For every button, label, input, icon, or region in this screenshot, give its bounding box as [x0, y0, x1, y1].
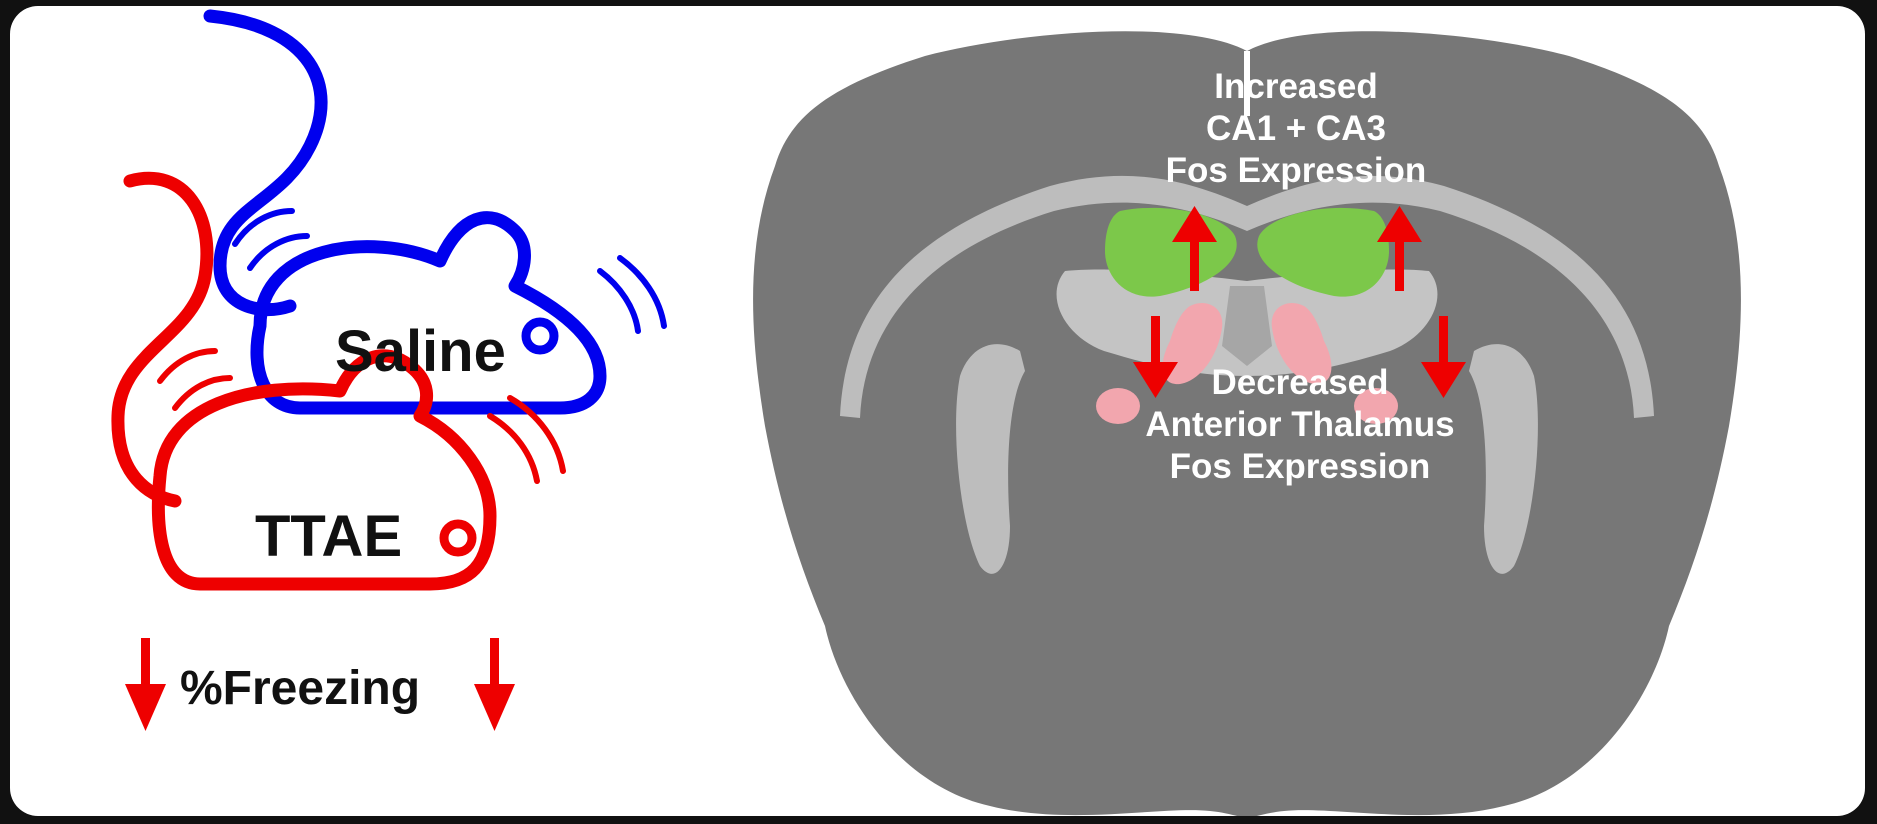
freezing-down-arrow-right-icon [474, 638, 515, 731]
saline-label: Saline [335, 319, 506, 384]
anterior-thalamus-left [1162, 302, 1223, 385]
ttae-label: TTAE [255, 504, 402, 569]
hippocampus-up-arrow-right-icon [1377, 206, 1422, 291]
freezing-label: %Freezing [180, 662, 420, 715]
increased-label-line-2: CA1 + CA3 [1206, 109, 1386, 148]
thalamus-down-arrow-right-icon [1421, 316, 1466, 398]
anterior-thalamus-right [1271, 302, 1332, 385]
brain-coronal-section: Increased CA1 + CA3 Fos Expression Decre… [753, 31, 1741, 816]
internal-capsule-left [956, 344, 1025, 574]
decreased-label-line-3: Fos Expression [1170, 447, 1431, 486]
thalamus-down-arrow-left-icon [1133, 316, 1178, 398]
hippocampus-up-arrow-left-icon [1172, 206, 1217, 291]
saline-mouse-icon [203, 9, 667, 415]
ttae-mouse-icon [111, 171, 566, 591]
ttae-mouse-tail [111, 171, 214, 508]
decreased-label-line-1: Decreased [1211, 363, 1388, 402]
ttae-mouse-body [151, 349, 497, 591]
anterior-thalamus-right-lower [1354, 388, 1398, 424]
mice-illustration: Saline TTAE %Freezing [111, 9, 667, 731]
increased-fos-label: Increased CA1 + CA3 Fos Expression [1166, 67, 1427, 190]
saline-mouse-body [250, 211, 607, 415]
ttae-mouse-eye-icon [439, 519, 477, 557]
third-ventricle [1222, 286, 1272, 366]
saline-mouse-eye-icon [521, 317, 559, 355]
saline-mouse-tail [203, 9, 328, 317]
corpus-callosum [840, 175, 1654, 418]
decreased-fos-label: Decreased Anterior Thalamus Fos Expressi… [1145, 363, 1454, 486]
anterior-thalamus-left-lower [1096, 388, 1140, 424]
decreased-label-line-2: Anterior Thalamus [1145, 405, 1454, 444]
figure-panel: Saline TTAE %Freezing [10, 6, 1865, 816]
ttae-motion-lines [157, 348, 566, 484]
hippocampus-right [1257, 207, 1389, 297]
increased-label-line-1: Increased [1214, 67, 1377, 106]
saline-motion-lines [232, 208, 667, 334]
increased-label-line-3: Fos Expression [1166, 151, 1427, 190]
graphical-abstract: Saline TTAE %Freezing [111, 9, 1741, 816]
internal-capsule-right [1469, 344, 1538, 574]
freezing-down-arrow-left-icon [125, 638, 166, 731]
